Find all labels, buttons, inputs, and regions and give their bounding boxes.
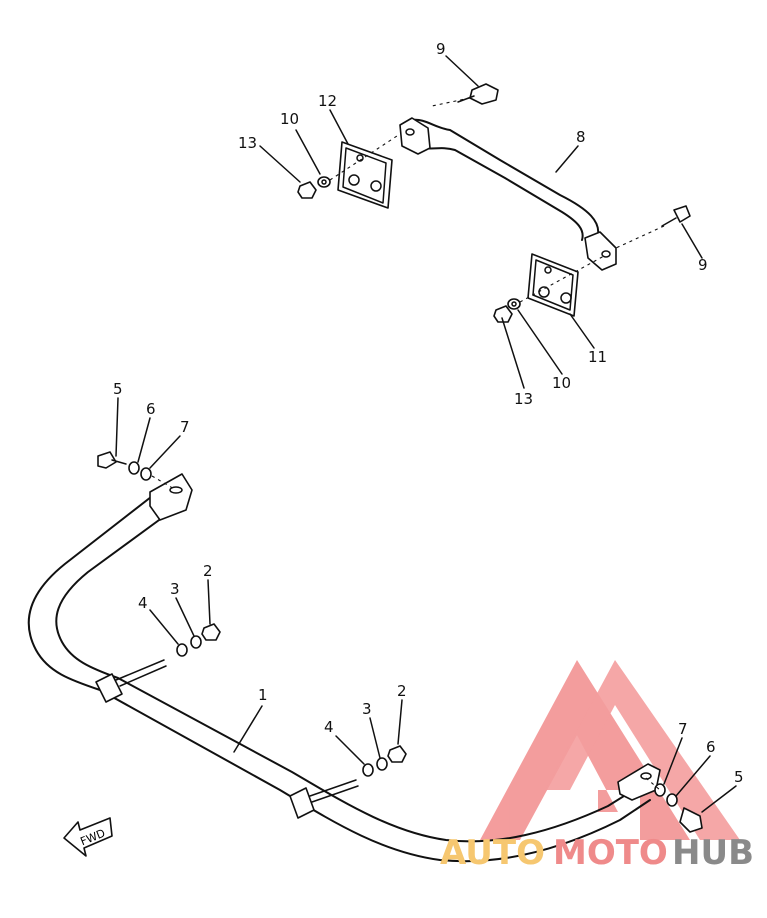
bolt-part-9-top — [457, 83, 499, 105]
nut-part-13-bottom — [493, 305, 513, 323]
nut-part-13-top — [297, 181, 317, 199]
washer-part-7-left — [140, 467, 152, 481]
callout-5-left: 5 — [113, 380, 123, 398]
washer-part-6-right — [666, 793, 678, 807]
callout-3-right: 3 — [362, 700, 372, 718]
watermark-logo — [480, 660, 740, 840]
callout-1: 1 — [258, 686, 268, 704]
callout-4-left: 4 — [138, 594, 148, 612]
callout-3-left: 3 — [170, 580, 180, 598]
callout-13-top: 13 — [238, 134, 257, 152]
upper-bar-part-8 — [399, 117, 617, 271]
callout-10-bottom: 10 — [552, 374, 571, 392]
watermark-part1: AUTO — [440, 833, 545, 873]
bumper-bar-part-1 — [27, 473, 661, 863]
washer-part-4-right — [362, 763, 374, 777]
callout-11: 11 — [588, 348, 607, 366]
callout-12: 12 — [318, 92, 337, 110]
washer-part-3-right — [376, 757, 388, 771]
nut-part-2-left — [201, 623, 221, 641]
callout-8: 8 — [576, 128, 586, 146]
washer-part-6-left — [128, 461, 140, 475]
callout-6-right: 6 — [706, 738, 716, 756]
callout-13-bottom: 13 — [514, 390, 533, 408]
callout-9-right: 9 — [698, 256, 708, 274]
washer-part-4-left — [176, 643, 188, 657]
plate-part-11 — [527, 253, 579, 317]
nut-part-2-right — [387, 745, 407, 763]
bolt-part-9-right — [661, 205, 691, 227]
washer-part-7-right — [654, 783, 666, 797]
callout-4-right: 4 — [324, 718, 334, 736]
bolt-part-5-left — [97, 451, 127, 469]
callout-7-right: 7 — [678, 720, 688, 738]
washer-part-10-top — [317, 176, 331, 188]
callout-9-top: 9 — [436, 40, 446, 58]
assembly-line — [615, 225, 665, 249]
plate-part-12 — [337, 141, 393, 209]
watermark-text: AUTO MOTO HUB — [440, 833, 754, 873]
callout-2-right: 2 — [397, 682, 407, 700]
assembly-line — [151, 475, 177, 491]
washer-part-3-left — [190, 635, 202, 649]
watermark-part2: MOTO — [553, 833, 668, 873]
callout-10-top: 10 — [280, 110, 299, 128]
forward-direction-arrow: FWD — [63, 817, 113, 857]
assembly-line — [519, 255, 605, 303]
washer-part-10-bottom — [507, 298, 521, 310]
assembly-line — [645, 777, 661, 791]
callout-6-left: 6 — [146, 400, 156, 418]
bolt-part-5-right — [679, 807, 703, 833]
leader-lines — [115, 55, 737, 813]
callout-2-left: 2 — [203, 562, 213, 580]
callout-labels: 1 2 2 3 3 4 4 5 5 6 6 7 7 8 9 9 10 10 11… — [113, 40, 744, 786]
callout-7-left: 7 — [180, 418, 190, 436]
watermark-part3: HUB — [672, 833, 754, 873]
callout-5-right: 5 — [734, 768, 744, 786]
